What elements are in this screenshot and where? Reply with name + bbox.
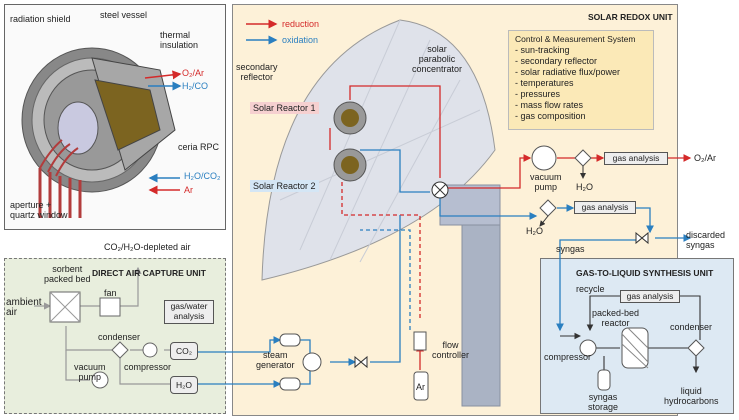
dac-vacuum-pump-symbol	[91, 371, 109, 389]
gtl-condenser-symbol	[687, 339, 705, 357]
label-ar-bottle: Ar	[416, 382, 425, 392]
control-item: - mass flow rates	[515, 100, 584, 110]
gtl-gas-analysis: gas analysis	[620, 290, 680, 303]
control-item: - solar radiative flux/power	[515, 67, 621, 77]
label-fan: fan	[104, 288, 117, 298]
solar-unit-title: SOLAR REDOX UNIT	[588, 12, 673, 22]
gtl-lines	[560, 295, 701, 374]
dac-lines	[34, 266, 170, 385]
label-syngas: syngas	[556, 244, 585, 254]
label-ambient-air: ambient air	[6, 297, 42, 318]
legend-oxidation: oxidation	[282, 35, 319, 45]
condenser-symbol	[111, 341, 129, 359]
ar-bottle-symbol	[413, 371, 429, 401]
label-solar-reactor-1: Solar Reactor 1	[250, 102, 319, 114]
label-aperture: aperture + quartz window	[10, 200, 68, 220]
label-o2-ar-cutaway: O₂/Ar	[182, 68, 204, 78]
label-gtl-condenser: condenser	[670, 322, 713, 332]
gtl-compressor-symbol	[579, 339, 597, 357]
label-steel-vessel: steel vessel	[100, 10, 148, 20]
label-ceria-rpc: ceria RPC	[178, 142, 220, 152]
label-packed-bed: packed-bed reactor	[592, 308, 640, 328]
control-title: Control & Measurement System	[515, 34, 636, 44]
fan-symbol	[99, 297, 121, 317]
valve-steam	[354, 355, 368, 369]
label-thermal-insulation: thermal insulation	[160, 30, 199, 50]
label-solar-reactor-2: Solar Reactor 2	[250, 180, 319, 192]
label-dac-vacuum-pump: vacuum pump	[74, 362, 106, 382]
label-vacuum-pump: vacuum pump	[530, 172, 562, 192]
label-h2o-co2-cutaway: H₂O/CO₂	[184, 171, 221, 181]
syngas-storage-symbol	[597, 369, 611, 391]
control-item: - pressures	[515, 89, 561, 99]
solar-reactor-2-drawing	[333, 148, 367, 182]
separator-2-symbol	[539, 199, 557, 217]
flow-controller-symbol	[413, 331, 427, 351]
label-recycle: recycle	[576, 284, 605, 294]
co2-tank: CO₂	[170, 342, 198, 360]
legend-reduction: reduction	[282, 19, 320, 29]
gas-water-analysis-box: gas/water analysis	[164, 300, 214, 324]
label-syngas-storage: syngas storage	[588, 392, 619, 412]
h2o-tank: H₂O	[170, 376, 198, 394]
control-item: - gas composition	[515, 111, 586, 121]
control-item: - temperatures	[515, 78, 574, 88]
control-item: - sun-tracking	[515, 45, 570, 55]
reduction-lines	[329, 85, 692, 370]
control-measurement-box: Control & Measurement System - sun-track…	[508, 30, 654, 130]
reactor-cutaway-drawing	[21, 47, 182, 218]
label-condenser: condenser	[98, 332, 141, 342]
label-ar-cutaway: Ar	[184, 185, 193, 195]
solar-reactor-1-drawing	[333, 101, 367, 135]
label-gtl-compressor: compressor	[544, 352, 592, 362]
flow-meter-1	[279, 333, 301, 347]
label-h2-co-cutaway: H₂/CO	[182, 81, 208, 91]
label-dac-compressor: compressor	[124, 362, 172, 372]
gas-analysis-2: gas analysis	[574, 201, 636, 214]
dac-compressor-symbol	[142, 342, 158, 358]
steam-generator-symbol	[302, 352, 322, 372]
label-h2o-b: H₂O	[526, 226, 543, 236]
gtl-title: GAS-TO-LIQUID SYNTHESIS UNIT	[576, 268, 714, 278]
valve-discard	[635, 231, 649, 245]
label-radiation-shield: radiation shield	[10, 14, 71, 24]
separator-1-symbol	[574, 149, 592, 167]
label-steam-generator: steam generator	[256, 350, 295, 370]
label-depleted-air: CO₂/H₂O-depleted air	[104, 242, 191, 252]
label-liquid-hydrocarbons: liquid hydrocarbons	[664, 386, 719, 406]
gas-analysis-1: gas analysis	[604, 152, 668, 165]
label-secondary-reflector: secondary reflector	[236, 62, 278, 82]
control-item: - secondary reflector	[515, 56, 598, 66]
three-way-valve-main	[431, 181, 449, 199]
label-flow-controller: flow controller	[432, 340, 470, 360]
label-h2o-a: H₂O	[576, 182, 593, 192]
label-o2-ar-out: O₂/Ar	[694, 153, 716, 163]
label-discarded-syngas: discarded syngas	[686, 230, 726, 250]
label-concentrator: solar parabolic concentrator	[412, 44, 463, 74]
flow-meter-2	[279, 377, 301, 391]
vacuum-pump-symbol	[531, 145, 557, 171]
dac-title: DIRECT AIR CAPTURE UNIT	[92, 268, 206, 278]
label-sorbent-bed: sorbent packed bed	[44, 264, 91, 284]
